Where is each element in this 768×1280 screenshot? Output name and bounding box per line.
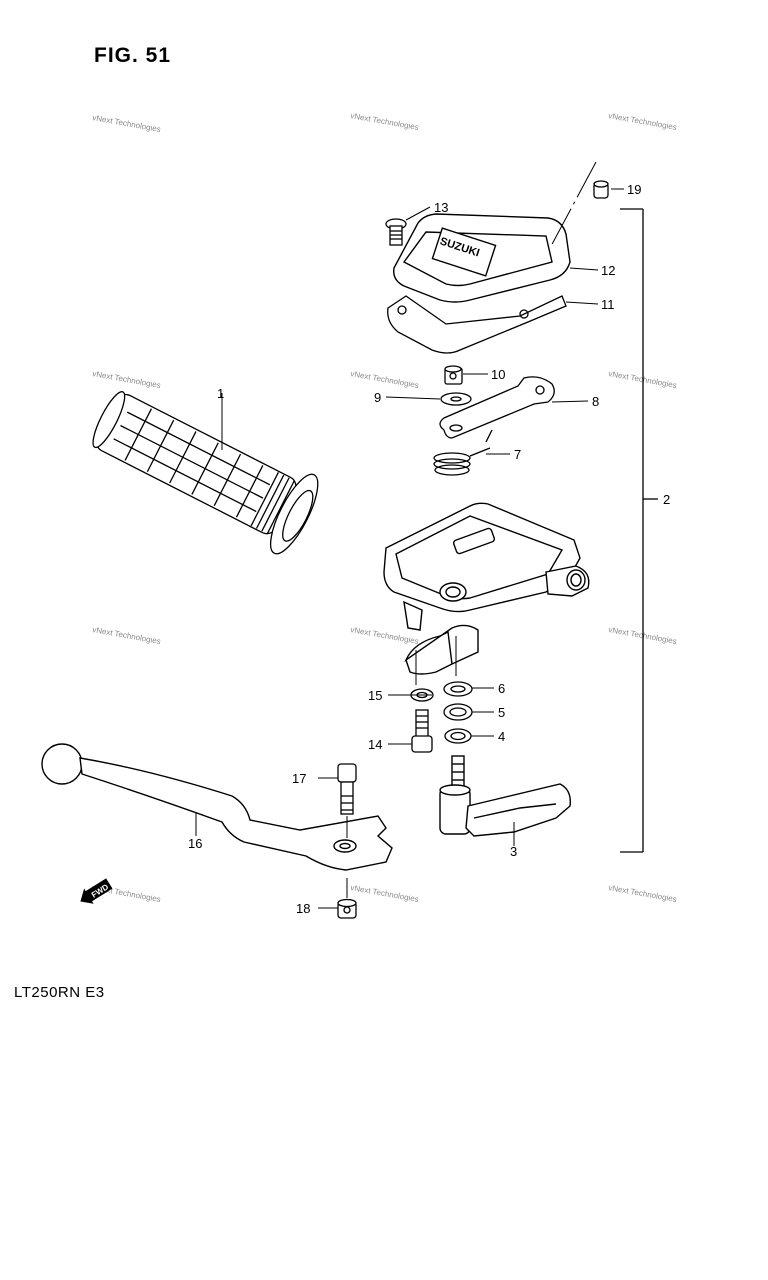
part-14-bolt: [411, 709, 433, 753]
callout-5: 5: [498, 705, 505, 720]
watermark: vNext Technologies: [608, 883, 678, 904]
callout-13: 13: [434, 200, 448, 215]
callout-18: 18: [296, 901, 310, 916]
assembly-bracket: [620, 208, 658, 853]
callout-19: 19: [627, 182, 641, 197]
callout-3: 3: [510, 844, 517, 859]
watermark: vNext Technologies: [608, 111, 678, 132]
model-code: LT250RN E3: [14, 984, 105, 1001]
callout-8: 8: [592, 394, 599, 409]
callout-7: 7: [514, 447, 521, 462]
callout-4: 4: [498, 729, 505, 744]
watermark: vNext Technologies: [92, 113, 162, 134]
callout-12: 12: [601, 263, 615, 278]
part-18-nut: [337, 898, 357, 919]
part-10-nut: [444, 365, 463, 385]
assembly-axis-lines: [346, 161, 597, 898]
part-1-handle-grip: [92, 391, 319, 555]
watermark: vNext Technologies: [92, 625, 162, 646]
part-11-gasket: [387, 295, 567, 354]
part-3-throttle-lever: [439, 755, 571, 837]
part-7-spring: [433, 447, 491, 476]
watermark: vNext Technologies: [350, 369, 420, 390]
callout-17: 17: [292, 771, 306, 786]
part-5-washer: [443, 703, 473, 721]
part-16-brake-lever: [41, 743, 393, 871]
callout-14: 14: [368, 737, 382, 752]
callout-9: 9: [374, 390, 381, 405]
part-8-lever-arm: [439, 376, 555, 443]
callout-2: 2: [663, 492, 670, 507]
figure-title: FIG. 51: [94, 44, 172, 67]
callout-15: 15: [368, 688, 382, 703]
part-9-washer: [440, 392, 472, 406]
part-17-pivot-bolt: [337, 763, 357, 815]
part-4-washer: [444, 728, 472, 744]
part-13-screw: [385, 218, 407, 246]
callout-11: 11: [601, 297, 615, 312]
callout-numbers: 1 2 3 4 5 6 7 8 9 10 11 12 13 14 15 16 1…: [188, 182, 670, 916]
callout-16: 16: [188, 836, 202, 851]
part-2-switch-housing: [383, 502, 590, 675]
part-12-switch-cover: SUZUKI: [393, 213, 571, 303]
part-19-pin: [593, 180, 609, 199]
callout-1: 1: [217, 386, 224, 401]
callout-10: 10: [491, 367, 505, 382]
callout-6: 6: [498, 681, 505, 696]
watermark: vNext Technologies: [350, 883, 420, 904]
part-6-washer: [443, 681, 473, 697]
watermark: vNext Technologies: [92, 369, 162, 390]
callout-leaders: [195, 188, 624, 909]
watermark: vNext Technologies: [350, 111, 420, 132]
